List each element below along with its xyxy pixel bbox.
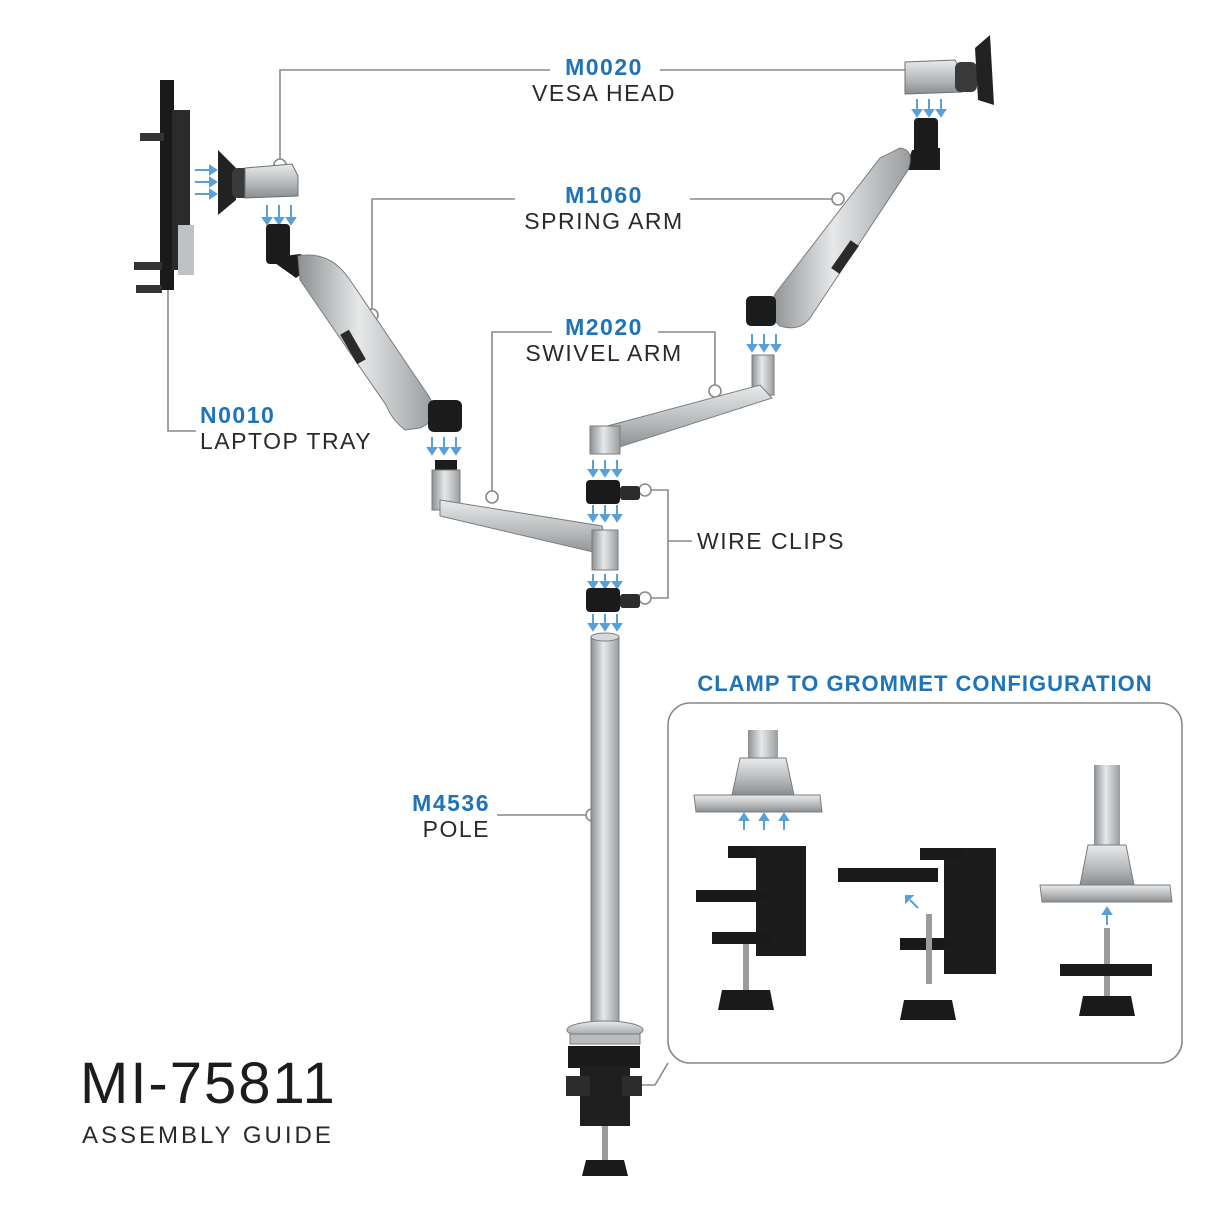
leader-dot bbox=[831, 192, 845, 206]
pole-code: M4536 bbox=[412, 790, 490, 816]
right-arm-arrows bbox=[746, 334, 782, 353]
right-vesa-head bbox=[904, 35, 994, 105]
right-spring-arm bbox=[746, 118, 940, 329]
base-clamp bbox=[566, 1020, 644, 1176]
leader-dot bbox=[638, 483, 652, 497]
leader-swivel-left bbox=[491, 331, 552, 497]
wire-clips-label: WIRE CLIPS bbox=[697, 528, 845, 554]
spring-arm-label: SPRING ARM bbox=[524, 208, 684, 234]
grommet-config-2 bbox=[838, 848, 996, 1020]
grommet-config-title: CLAMP TO GROMMET CONFIGURATION bbox=[697, 671, 1153, 696]
wire-clip-lower bbox=[586, 588, 640, 612]
grommet-panel bbox=[667, 702, 1183, 1064]
leader-dot bbox=[485, 490, 499, 504]
leader-spring-left bbox=[371, 198, 515, 315]
spring-arm-code: M1060 bbox=[565, 182, 643, 208]
leader-clips-bracket bbox=[645, 489, 669, 599]
laptop-tray-label: LAPTOP TRAY bbox=[200, 428, 373, 454]
left-vesa-head bbox=[218, 150, 299, 215]
grommet-config-1 bbox=[693, 730, 823, 1010]
pole-label: POLE bbox=[422, 816, 490, 842]
assembly-guide-label: ASSEMBLY GUIDE bbox=[82, 1122, 334, 1149]
right-vesa-arrows bbox=[911, 99, 947, 118]
right-swivel-arm bbox=[589, 354, 775, 455]
wire-clip-upper bbox=[586, 480, 640, 504]
leader-dot bbox=[708, 384, 722, 398]
model-number: MI-75811 bbox=[80, 1051, 337, 1116]
leader-dot bbox=[638, 591, 652, 605]
left-arm-arrows bbox=[426, 437, 462, 456]
leader-vesa-left bbox=[279, 69, 550, 165]
laptop-tray-illustration bbox=[134, 80, 194, 293]
swivel-arm-code: M2020 bbox=[565, 314, 643, 340]
left-spring-arm bbox=[266, 224, 462, 432]
vesa-head-code: M0020 bbox=[565, 54, 643, 80]
left-swivel-arm bbox=[431, 460, 619, 571]
leader-tray bbox=[167, 290, 196, 432]
laptop-tray-code: N0010 bbox=[200, 402, 276, 428]
pole bbox=[590, 632, 620, 1028]
center-arrows bbox=[587, 460, 623, 632]
left-vesa-arrows bbox=[195, 164, 297, 226]
vesa-head-label: VESA HEAD bbox=[532, 80, 676, 106]
leader-swivel-right bbox=[658, 331, 716, 391]
grommet-config-3 bbox=[1039, 765, 1173, 1016]
swivel-arm-label: SWIVEL ARM bbox=[525, 340, 683, 366]
